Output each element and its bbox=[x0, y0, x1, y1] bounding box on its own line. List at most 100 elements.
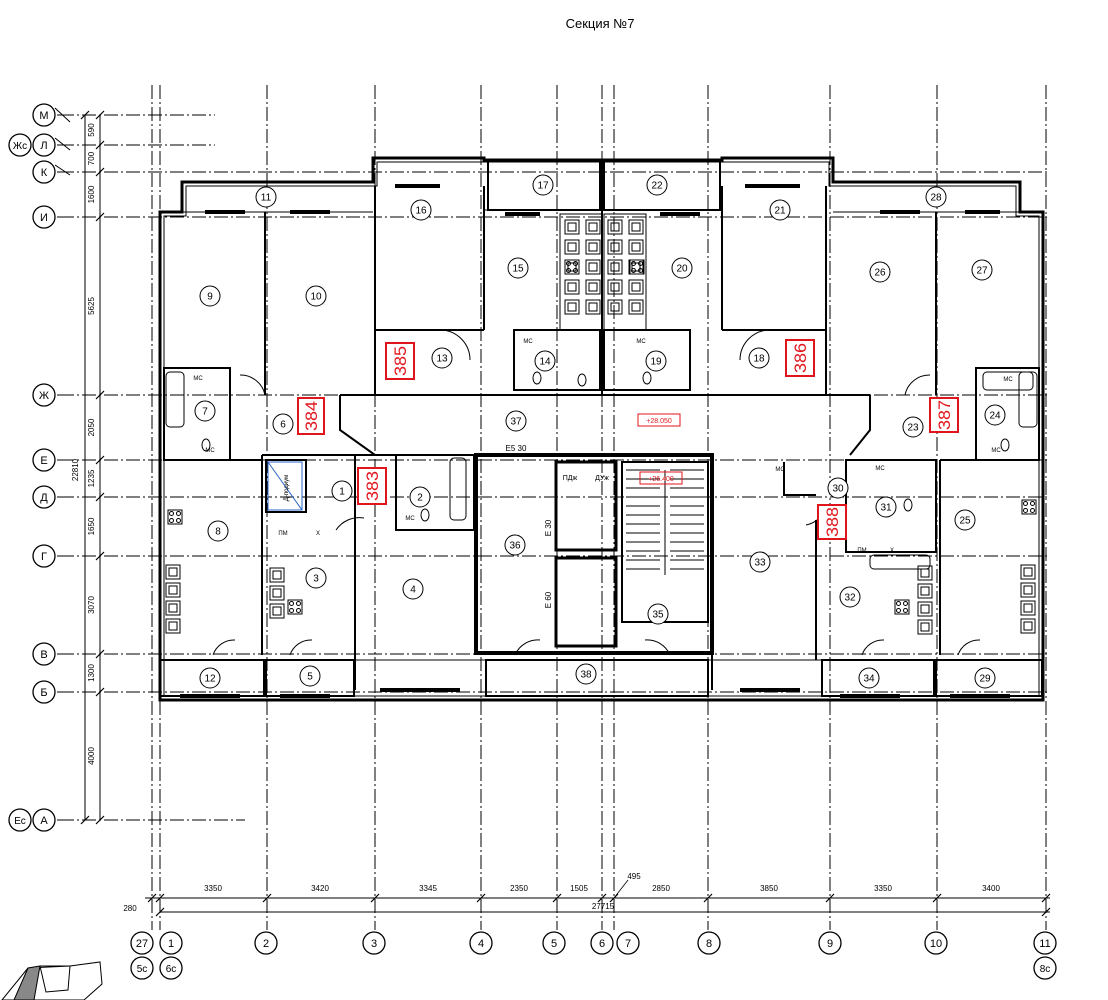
apartment-number: 383 bbox=[357, 467, 387, 505]
column-axis-bubble: 27 bbox=[130, 931, 154, 955]
svg-text:15: 15 bbox=[512, 264, 524, 275]
column-axis-bubble: 6 bbox=[590, 931, 614, 955]
bathroom bbox=[163, 367, 231, 461]
room-number: 33 bbox=[749, 551, 771, 573]
room-number: 2 bbox=[409, 486, 431, 508]
room-number: 34 bbox=[858, 667, 880, 689]
row-dimension-value: 5625 bbox=[87, 297, 96, 315]
room-number: 27 bbox=[971, 259, 993, 281]
svg-text:29: 29 bbox=[979, 674, 991, 685]
column-dimension-value: 3400 bbox=[982, 884, 1000, 893]
svg-text:35: 35 bbox=[652, 610, 664, 621]
room-abbrev: МС bbox=[875, 466, 885, 472]
room-abbrev: Х bbox=[890, 548, 894, 554]
room-abbrev: ПМ bbox=[278, 531, 287, 537]
row-dimension-value: 3070 bbox=[87, 596, 96, 614]
svg-text:28: 28 bbox=[930, 193, 942, 204]
room-number: 7 bbox=[194, 400, 216, 422]
svg-text:20: 20 bbox=[676, 264, 688, 275]
room-abbrev: МС bbox=[775, 467, 785, 473]
svg-text:31: 31 bbox=[880, 503, 892, 514]
room-number: 4 bbox=[402, 578, 424, 600]
svg-text:10: 10 bbox=[310, 292, 322, 303]
column-axis-bubble-sub: 5с bbox=[130, 956, 154, 980]
room-abbrev: ПМ bbox=[857, 548, 866, 554]
svg-text:Д-подиум: Д-подиум bbox=[284, 475, 290, 501]
column-dimension-value: 3350 bbox=[204, 884, 222, 893]
walls bbox=[158, 156, 1045, 702]
row-dimension-value: 4000 bbox=[87, 747, 96, 765]
svg-text:30: 30 bbox=[832, 484, 844, 495]
room-abbrev: МС bbox=[1003, 377, 1013, 383]
partition bbox=[783, 462, 816, 496]
column-axis-bubble-sub: 8с bbox=[1033, 956, 1057, 980]
room-number: 10 bbox=[305, 285, 327, 307]
row-axis-label: Ж bbox=[39, 390, 49, 402]
svg-text:22: 22 bbox=[651, 181, 663, 192]
room-number: 11 bbox=[255, 186, 277, 208]
row-dimension-value: 1300 bbox=[87, 664, 96, 682]
room-abbrev: МС bbox=[405, 516, 415, 522]
room-number: 29 bbox=[974, 667, 996, 689]
column-axis-sub-label: 8с bbox=[1040, 964, 1051, 975]
apartment-number: 384 bbox=[297, 397, 325, 435]
room-abbrev: МС bbox=[636, 339, 646, 345]
outer-wall bbox=[158, 156, 1045, 702]
room-number: 23 bbox=[902, 416, 924, 438]
room-number: 37 bbox=[505, 410, 527, 432]
column-dimension-total: 27715 bbox=[592, 902, 615, 911]
lift-label: Е 30 bbox=[544, 519, 553, 536]
svg-text:9: 9 bbox=[207, 292, 213, 303]
column-dimension-value: 2850 bbox=[652, 884, 670, 893]
column-axis-label: 9 bbox=[827, 938, 833, 950]
svg-text:1: 1 bbox=[339, 487, 345, 498]
row-axis-bubble: И bbox=[32, 205, 56, 229]
svg-text:385: 385 bbox=[391, 346, 410, 376]
room-number: 21 bbox=[769, 199, 791, 221]
room-number: 6 bbox=[272, 413, 294, 435]
row-axis-label: М bbox=[39, 110, 48, 122]
column-axis-bubble: 1 bbox=[159, 931, 183, 955]
svg-text:23: 23 bbox=[907, 423, 919, 434]
apartment-number: 385 bbox=[385, 342, 415, 380]
column-axis-label: 6 bbox=[599, 938, 605, 950]
section-title: Секция №7 bbox=[565, 16, 635, 31]
svg-text:18: 18 bbox=[753, 354, 765, 365]
column-axis-label: 10 bbox=[930, 938, 942, 950]
row-axis-label: В bbox=[40, 649, 47, 661]
svg-text:34: 34 bbox=[863, 674, 875, 685]
svg-text:12: 12 bbox=[204, 674, 216, 685]
column-dimension-value: 3420 bbox=[311, 884, 329, 893]
room-abbrev: МС bbox=[205, 448, 215, 454]
row-axis-bubble-extra: Ес bbox=[8, 808, 32, 832]
column-dimension-value: 3850 bbox=[760, 884, 778, 893]
column-axis-label: 3 bbox=[371, 938, 377, 950]
svg-text:4: 4 bbox=[410, 585, 416, 596]
row-axis-label: Б bbox=[40, 687, 47, 699]
svg-text:2: 2 bbox=[417, 493, 423, 504]
door-swings bbox=[212, 329, 981, 656]
room-number: 16 bbox=[410, 199, 432, 221]
svg-text:19: 19 bbox=[650, 357, 662, 368]
room-number: 26 bbox=[869, 261, 891, 283]
svg-text:33: 33 bbox=[754, 558, 766, 569]
row-axis-bubble: Д bbox=[32, 485, 56, 509]
column-axis-bubble: 7 bbox=[616, 931, 640, 955]
row-axis-label: Е bbox=[40, 455, 47, 467]
row-axis-label: Д bbox=[40, 492, 48, 504]
shaft-label: ПДж bbox=[563, 475, 578, 482]
key-plan-icon bbox=[1, 961, 103, 1000]
room-number: 25 bbox=[954, 509, 976, 531]
svg-text:14: 14 bbox=[539, 357, 551, 368]
level-mark: +28.050 bbox=[637, 413, 681, 427]
room-number: 35 bbox=[647, 603, 669, 625]
column-axis-label: 8 bbox=[706, 938, 712, 950]
column-axis-sub-label: 6с bbox=[166, 964, 177, 975]
room-number: 15 bbox=[507, 257, 529, 279]
row-axis-bubble: К bbox=[32, 160, 56, 184]
room-number: 36 bbox=[504, 534, 526, 556]
room-number: 17 bbox=[532, 174, 554, 196]
svg-text:5: 5 bbox=[307, 672, 313, 683]
